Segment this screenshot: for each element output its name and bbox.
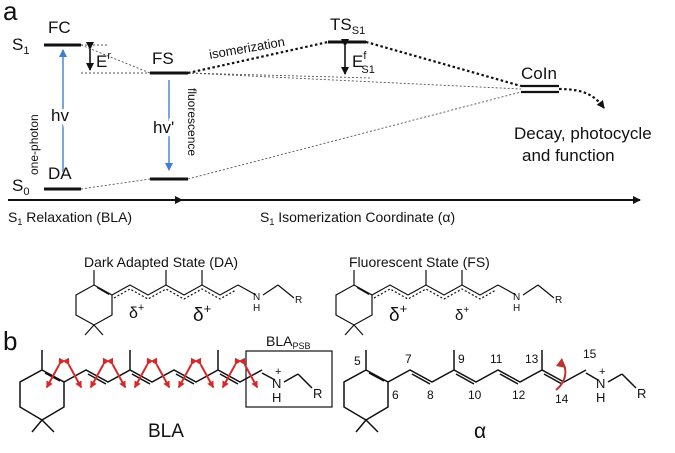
isomerization-axis-label: S1 Isomerization Coordinate (α): [260, 209, 455, 227]
bla-nitrogen: N: [272, 376, 281, 391]
hv-label: hv: [51, 106, 69, 125]
atom-number-5: 5: [354, 354, 361, 368]
fs-to-coin-reference: [187, 72, 522, 90]
bond-alternation-arrow: [221, 357, 242, 389]
atom-number-7: 7: [405, 352, 412, 366]
bla-arrow-group: [45, 357, 259, 389]
panel-b-label: b: [3, 326, 17, 356]
s1-label: S1: [12, 35, 29, 57]
alpha-r-group: R: [637, 386, 646, 401]
bond-alternation-arrow: [45, 357, 66, 389]
hv-prime-label: hv': [153, 118, 174, 137]
bla-r-group: R: [313, 386, 322, 401]
ground-to-coin-reference: [187, 91, 522, 180]
ts-label: TSS1: [330, 15, 365, 37]
da-label: DA: [48, 164, 72, 183]
bond-alternation-arrow: [194, 357, 215, 389]
fs-to-ts-path: [187, 40, 329, 75]
er-label: Er: [96, 50, 111, 71]
atom-number-8: 8: [427, 388, 434, 402]
bla-structure: [19, 350, 313, 433]
bond-alternation-arrow: [150, 357, 171, 389]
coin-decay-path: [558, 87, 605, 109]
bond-alternation-arrow: [62, 357, 83, 389]
fs-delta-2: δ+: [455, 305, 469, 324]
fc-to-fs-connector: [80, 44, 151, 74]
relaxation-axis-label: S1 Relaxation (BLA): [8, 209, 132, 227]
outcome-line-2: and function: [522, 146, 615, 165]
outcome-line-1: Decay, photocycle: [514, 124, 652, 143]
fs-r-group: R: [555, 295, 562, 306]
fs-label: FS: [152, 49, 174, 68]
fluorescent-state-structure: [335, 270, 555, 336]
isomerization-label: isomerization: [208, 34, 286, 62]
dark-adapted-title: Dark Adapted State (DA): [84, 254, 238, 270]
dark-adapted-structure: [75, 270, 295, 336]
atom-number-13: 13: [525, 352, 539, 366]
alpha-hydrogen: H: [596, 390, 605, 405]
da-hydrogen: H: [253, 303, 260, 314]
bla-label: BLA: [148, 421, 184, 442]
da-delta-1: δ+: [129, 302, 144, 322]
rotation-arrowhead: [556, 358, 566, 368]
ts-to-coin-path: [365, 40, 522, 88]
panel-a-label: a: [3, 0, 18, 26]
s0-label: S0: [12, 176, 29, 198]
bla-plus: +: [275, 366, 281, 378]
fs-nitrogen: N: [513, 292, 520, 303]
panel-a: a S1 S0 FC FS DA TSS1 CoIn isomerization: [3, 0, 652, 336]
alpha-label: α: [474, 420, 486, 443]
panel-b: b N + H R BLAPSB BLA: [3, 326, 646, 443]
bond-alternation-arrow: [133, 357, 154, 389]
da-nitrogen: N: [253, 292, 260, 303]
atom-number-12: 12: [512, 388, 526, 402]
atom-number-15: 15: [583, 347, 597, 361]
fs-to-ts-reference: [187, 72, 373, 79]
fs-hydrogen: H: [513, 303, 520, 314]
one-photon-label: one-photon: [27, 114, 41, 175]
bla-hydrogen: H: [272, 390, 281, 405]
fluorescence-label: fluorescence: [185, 88, 199, 156]
coin-label: CoIn: [521, 64, 557, 83]
fs-delta-1: δ+: [389, 301, 407, 326]
bond-alternation-arrow: [89, 357, 110, 389]
da-r-group: R: [295, 295, 302, 306]
bla-psb-label: BLAPSB: [266, 333, 310, 351]
atom-number-6: 6: [392, 388, 399, 402]
da-delta-2: δ+: [193, 301, 211, 326]
alpha-structure: [343, 350, 637, 433]
atom-number-14: 14: [555, 392, 569, 406]
alpha-plus: +: [599, 366, 605, 378]
bond-alternation-arrow: [106, 357, 127, 389]
atom-number-10: 10: [468, 388, 482, 402]
alpha-nitrogen: N: [596, 376, 605, 391]
fc-label: FC: [48, 18, 71, 37]
da-to-fs-connector: [80, 178, 151, 190]
fluorescent-state-title: Fluorescent State (FS): [349, 254, 490, 270]
bond-alternation-arrow: [177, 357, 198, 389]
atom-number-9: 9: [458, 352, 465, 366]
atom-number-11: 11: [490, 352, 503, 366]
bond-alternation-arrow: [238, 357, 259, 389]
